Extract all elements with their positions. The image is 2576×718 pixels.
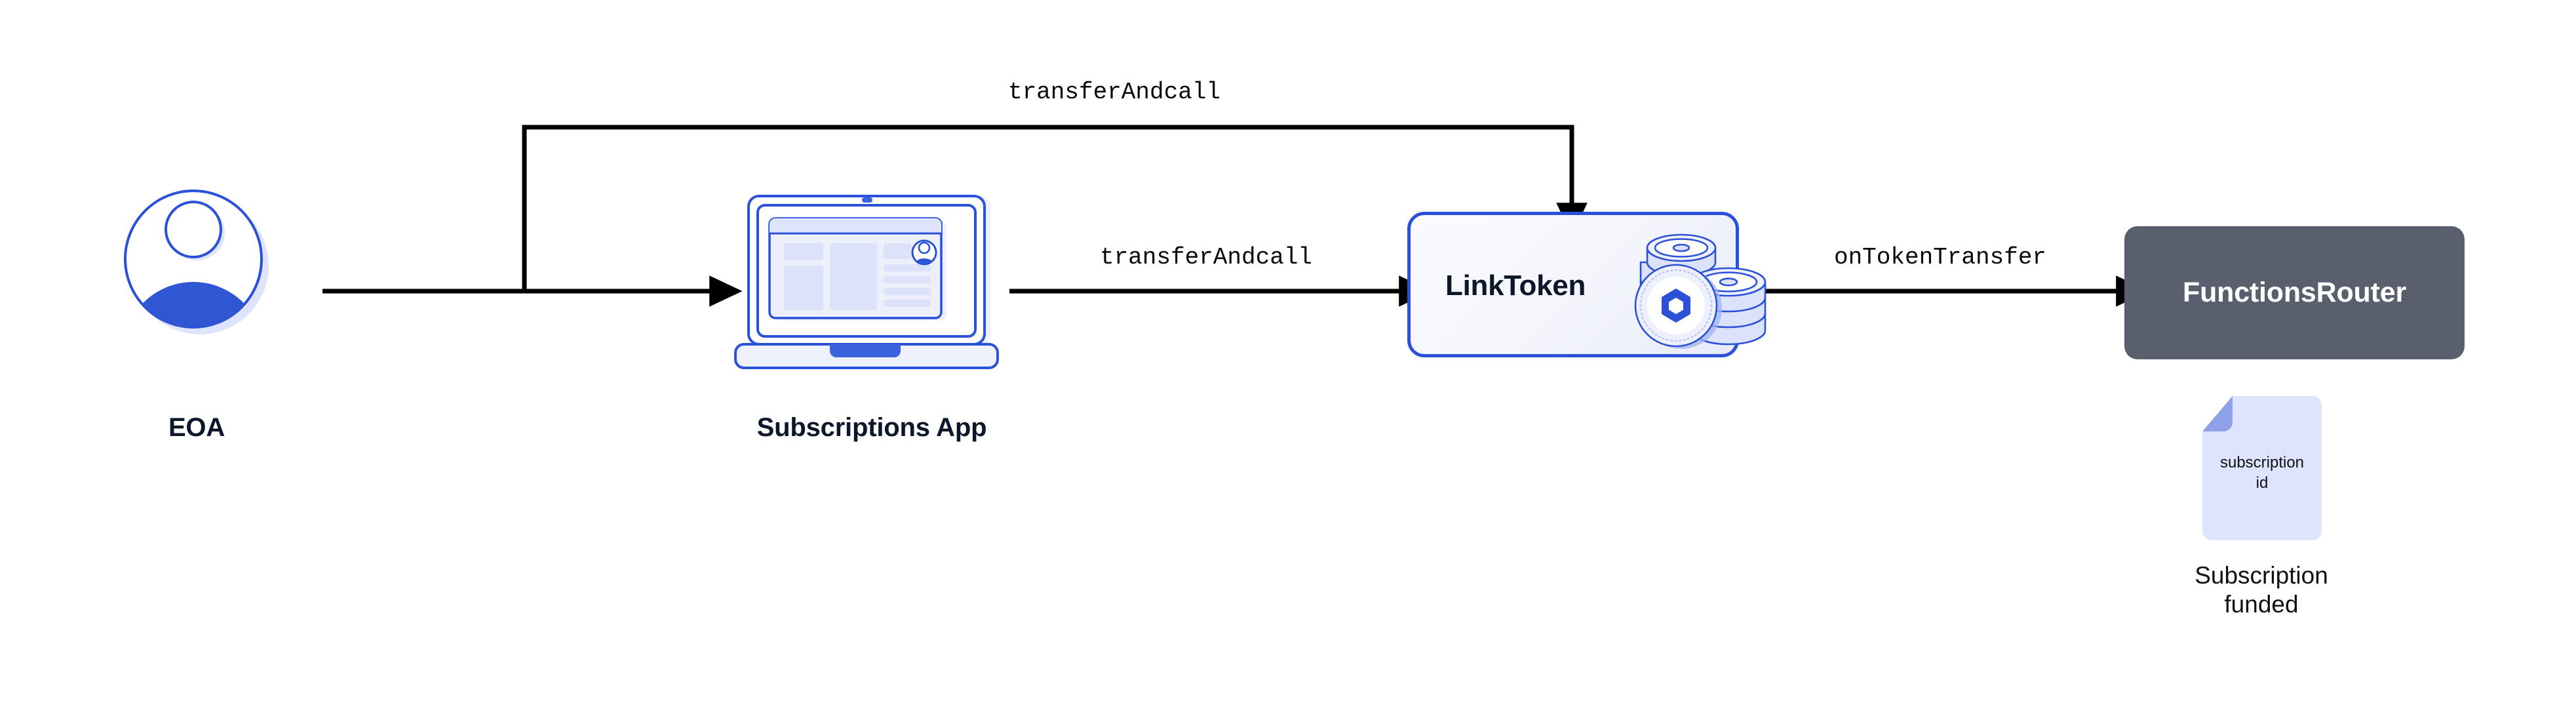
node-eoa[interactable] — [121, 187, 272, 338]
chainlink-coin-icon — [1634, 264, 1722, 349]
node-label-linktoken: LinkToken — [1445, 269, 1586, 302]
node-label-eoa: EOA — [168, 413, 225, 442]
edge-label-app-linktoken: transferAndcall — [1099, 244, 1313, 271]
user-avatar-icon — [124, 189, 269, 334]
node-subscriptions-app[interactable] — [734, 193, 1009, 380]
document-icon[interactable]: subscription id — [2201, 395, 2323, 543]
node-label-subscriptions-app: Subscriptions App — [756, 413, 987, 442]
coin-stack-icon — [1621, 216, 1772, 361]
edge-eoa-to-linktoken-bypass — [522, 125, 1588, 291]
artifact-caption-line2: funded — [2224, 590, 2299, 618]
node-functionsrouter-box[interactable]: FunctionsRouter — [2124, 226, 2465, 359]
document-text: subscription id — [2201, 452, 2323, 493]
edge-label-linktoken-router: onTokenTransfer — [1833, 244, 2047, 271]
artifact-caption: Subscription funded — [2163, 561, 2360, 618]
edge-label-eoa-linktoken: transferAndcall — [1007, 79, 1221, 106]
document-text-line1: subscription — [2219, 454, 2305, 471]
node-label-functionsrouter: FunctionsRouter — [2183, 277, 2406, 308]
document-text-line2: id — [2255, 474, 2269, 492]
laptop-icon — [734, 195, 999, 369]
artifact-caption-line1: Subscription — [2195, 562, 2328, 589]
